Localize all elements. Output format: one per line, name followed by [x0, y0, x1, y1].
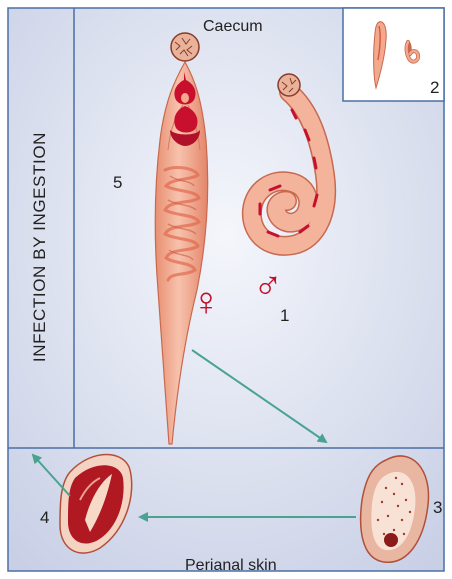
label-4: 4	[40, 508, 49, 528]
label-3: 3	[433, 498, 442, 518]
female-symbol: ♀	[191, 282, 221, 322]
label-1: 1	[280, 306, 289, 326]
perianal-label: Perianal skin	[185, 557, 277, 575]
label-5: 5	[113, 173, 122, 193]
side-title-text: INFECTION BY INGESTION	[30, 132, 50, 362]
inset-box	[343, 8, 444, 101]
label-2: 2	[430, 78, 439, 98]
side-title: INFECTION BY INGESTION	[20, 62, 60, 432]
caecum-label: Caecum	[203, 18, 263, 36]
male-symbol: ♂	[253, 266, 283, 306]
